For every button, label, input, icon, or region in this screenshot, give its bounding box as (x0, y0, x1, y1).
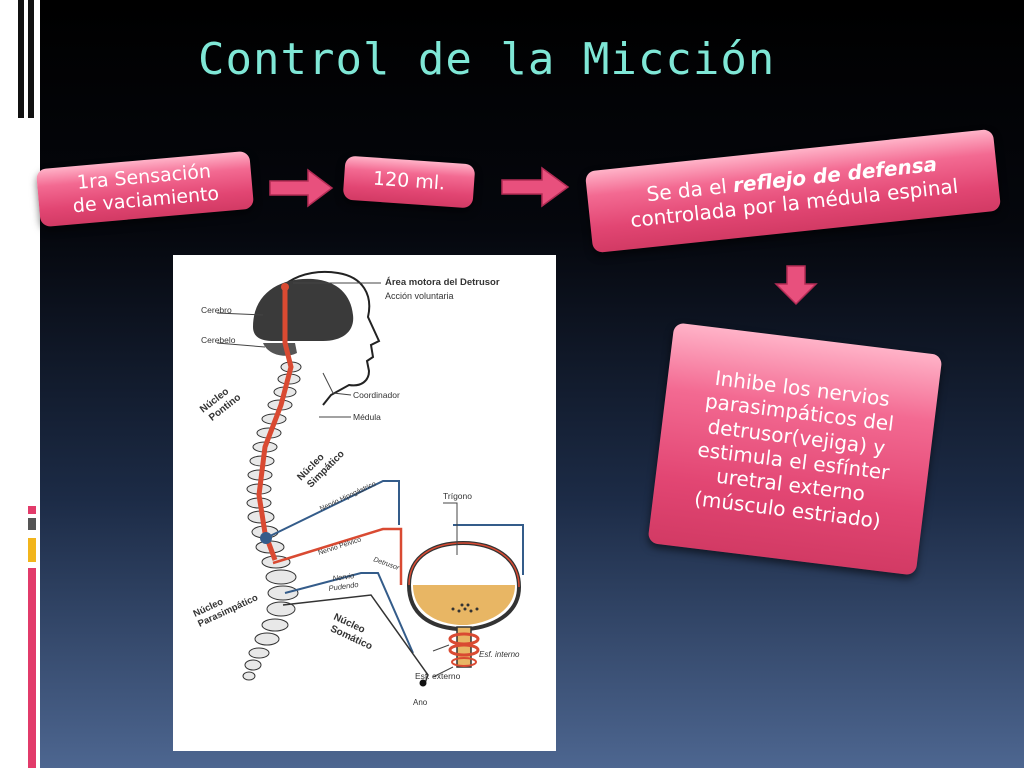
decor-bar-gold (28, 538, 36, 562)
decor-bar-top-2 (28, 0, 34, 118)
label-trigono: Trígono (443, 491, 472, 501)
hypogastric-nerve (268, 481, 399, 537)
label-cerebro: Cerebro (201, 305, 232, 315)
label-medula: Médula (353, 412, 381, 422)
box2-text: 120 ml. (372, 168, 446, 196)
decor-bar-top-1 (18, 0, 24, 118)
arrow-down-icon (774, 264, 818, 306)
label-area-motora: Área motora del Detrusor (385, 277, 500, 288)
flow-box-volume: 120 ml. (343, 156, 476, 209)
slide-title: Control de la Micción (198, 34, 775, 85)
label-nucleo-parasimpatico: Núcleo Parasimpático (192, 582, 260, 629)
label-coordinador: Coordinador (353, 390, 400, 400)
cerebellum-shape (263, 343, 297, 356)
trigone-nerve (399, 505, 523, 575)
label-cerebelo: Cerebelo (201, 335, 236, 345)
sympathetic-node (260, 532, 272, 544)
flow-box-first-sensation: 1ra Sensación de vaciamiento (36, 151, 254, 227)
label-nucleo-pontino: Núcleo Pontino (198, 383, 243, 425)
label-esf-externo: Esf. externo (415, 671, 461, 681)
arrow-right-icon (500, 166, 570, 208)
anatomy-figure: Área motora del Detrusor Acción voluntar… (173, 255, 556, 751)
label-nucleo-somatico: Núcleo Somático (327, 612, 379, 653)
label-ano: Ano (413, 698, 428, 707)
label-accion: Acción voluntaria (385, 291, 454, 301)
motor-area-node (281, 283, 289, 291)
bladder-wall-red (409, 543, 519, 587)
decor-bar-bottom (28, 568, 36, 768)
flow-box-defense-reflex: Se da el reflejo de defensa controlada p… (585, 129, 1001, 253)
spine-vertebrae (243, 362, 301, 680)
label-nervio-hipogastrico: Nervio Hipogástrico (319, 481, 377, 513)
label-esf-interno: Esf. interno (479, 650, 520, 659)
label-nucleo-simpatico: Núcleo Simpático (295, 440, 346, 491)
label-detrusor: Detrusor (372, 556, 400, 572)
decor-square-red (28, 506, 36, 514)
brain-shape (253, 279, 353, 341)
anatomy-illustration: Área motora del Detrusor Acción voluntar… (173, 255, 556, 751)
flow-box-inhibition: Inhibe los nervios parasimpáticos del de… (647, 322, 942, 575)
decor-square-gray (28, 518, 36, 530)
arrow-right-icon (268, 168, 334, 208)
